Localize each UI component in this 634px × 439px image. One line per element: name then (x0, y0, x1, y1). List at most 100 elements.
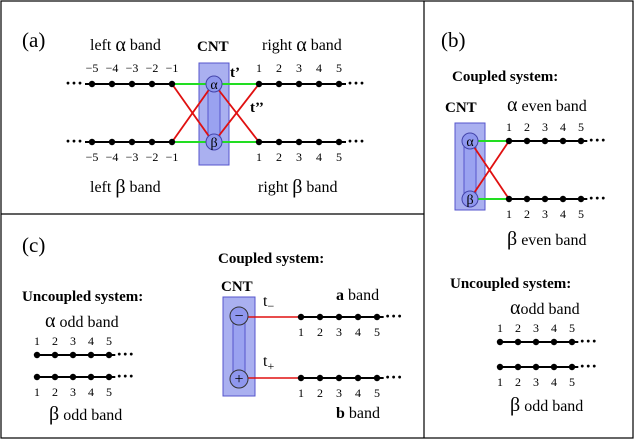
panel-c-tag: (c) (22, 233, 45, 257)
b-alpha-odd-site-1 (496, 338, 504, 346)
c-alpha-odd-ellipsis: ··· (116, 344, 134, 364)
b-beta-odd-site-2 (514, 363, 522, 371)
a-left-alpha-site-label-3: −3 (126, 61, 139, 75)
a-right-alpha-site-label-4: 4 (316, 61, 322, 75)
cnt-label-b: CNT (445, 100, 477, 116)
a-left-beta-site-label-5: −1 (166, 150, 179, 164)
a-left-alpha-site-label-4: −2 (146, 61, 159, 75)
c-beta-odd-site-label-5: 5 (106, 385, 112, 399)
c-a-band-site-label-2: 2 (317, 325, 323, 339)
a-right-beta-site-1 (255, 138, 263, 146)
b-beta-even-site-1 (505, 195, 513, 203)
b-beta-odd-site-label-1: 1 (497, 375, 503, 389)
alpha-odd-band-label-b: αodd band (510, 297, 580, 319)
c-beta-odd-ellipsis: ··· (116, 366, 134, 386)
c-beta-odd-site-label-2: 2 (52, 385, 58, 399)
b-beta-even-site-3 (541, 195, 549, 203)
b-beta-even-site-4 (559, 195, 567, 203)
plus-node (229, 369, 249, 389)
a-right-alpha-site-3 (295, 80, 303, 88)
c-a-band-site-4 (354, 313, 362, 321)
b-beta-even-site-label-4: 4 (560, 207, 566, 221)
a-left-beta-site-label-1: −5 (86, 150, 99, 164)
b-beta-even-site-label-5: 5 (578, 207, 584, 221)
c-beta-odd-site-3 (69, 373, 77, 381)
b-band-label: b band (336, 405, 380, 422)
b-beta-odd-site-label-4: 4 (551, 375, 557, 389)
c-b-band-site-label-2: 2 (317, 386, 323, 400)
a-right-beta-site-3 (295, 138, 303, 146)
a-right-alpha-site-2 (275, 80, 283, 88)
b-beta-odd-site-3 (532, 363, 540, 371)
beta-node-a-label: β (210, 136, 217, 151)
a-left-beta-site-label-2: −4 (106, 150, 119, 164)
a-left-beta-site-label-4: −2 (146, 150, 159, 164)
c-alpha-odd-site-4 (87, 351, 95, 359)
b-alpha-even-site-label-3: 3 (542, 120, 548, 134)
c-a-band-site-label-1: 1 (298, 325, 304, 339)
a-right-beta-site-label-3: 3 (296, 150, 302, 164)
minus-node (229, 306, 249, 326)
a-right-beta-site-label-1: 1 (256, 150, 262, 164)
c-beta-odd-site-4 (87, 373, 95, 381)
a-band-label: a band (336, 287, 379, 304)
alpha-even-band-label: α even band (507, 94, 587, 116)
right-cross-red-bond-2 (213, 83, 260, 143)
b-beta-even-site-label-3: 3 (542, 207, 548, 221)
b-beta-odd-site-4 (550, 363, 558, 371)
b-beta-odd-site-1 (496, 363, 504, 371)
c-b-band-site-2 (316, 374, 324, 382)
a-right-alpha-site-label-5: 5 (336, 61, 342, 75)
minus-node-label: − (234, 308, 243, 325)
panel-a-tag: (a) (22, 28, 45, 52)
b-alpha-even-site-label-4: 4 (560, 120, 566, 134)
b-alpha-odd-site-label-5: 5 (569, 321, 575, 335)
alpha-node-a (205, 75, 223, 93)
alpha-node-b-label: α (466, 135, 474, 150)
b-alpha-even-site-label-5: 5 (578, 120, 584, 134)
c-a-band-ellipsis: ··· (385, 306, 403, 326)
b-beta-even-site-2 (523, 195, 531, 203)
b-beta-odd-ellipsis: ··· (579, 356, 597, 376)
a-right-beta-site-5 (335, 138, 343, 146)
b-alpha-even-site-3 (541, 137, 549, 145)
c-beta-odd-site-2 (51, 373, 59, 381)
b-alpha-even-site-4 (559, 137, 567, 145)
a-left-beta-ellipsis: ··· (65, 131, 83, 151)
panel-b-tag: (b) (441, 28, 466, 52)
panel-a: (a) left α band right α band left β band… (22, 28, 365, 198)
left-alpha-band-label: left α band (90, 34, 161, 56)
beta-node-a (205, 133, 223, 151)
a-left-beta-site-3 (128, 138, 136, 146)
c-alpha-odd-site-5 (105, 351, 113, 359)
b-alpha-odd-site-3 (532, 338, 540, 346)
a-left-alpha-site-1 (88, 80, 96, 88)
a-right-alpha-site-label-1: 1 (256, 61, 262, 75)
a-left-beta-site-1 (88, 138, 96, 146)
c-b-band-site-4 (354, 374, 362, 382)
c-a-band-site-label-5: 5 (374, 325, 380, 339)
c-a-band-site-5 (373, 313, 381, 321)
a-right-alpha-site-label-2: 2 (276, 61, 282, 75)
beta-odd-band-label-b: β odd band (510, 394, 583, 416)
c-beta-odd-site-label-3: 3 (70, 385, 76, 399)
b-alpha-odd-site-2 (514, 338, 522, 346)
b-alpha-even-site-2 (523, 137, 531, 145)
alpha-node-b (461, 132, 479, 150)
b-alpha-even-site-1 (505, 137, 513, 145)
a-left-beta-site-label-3: −3 (126, 150, 139, 164)
c-b-band-site-1 (297, 374, 305, 382)
b-alpha-odd-site-5 (568, 338, 576, 346)
cnt-label-c: CNT (221, 279, 253, 295)
b-alpha-odd-site-label-1: 1 (497, 321, 503, 335)
cross-red-bond-b-2 (469, 140, 510, 200)
